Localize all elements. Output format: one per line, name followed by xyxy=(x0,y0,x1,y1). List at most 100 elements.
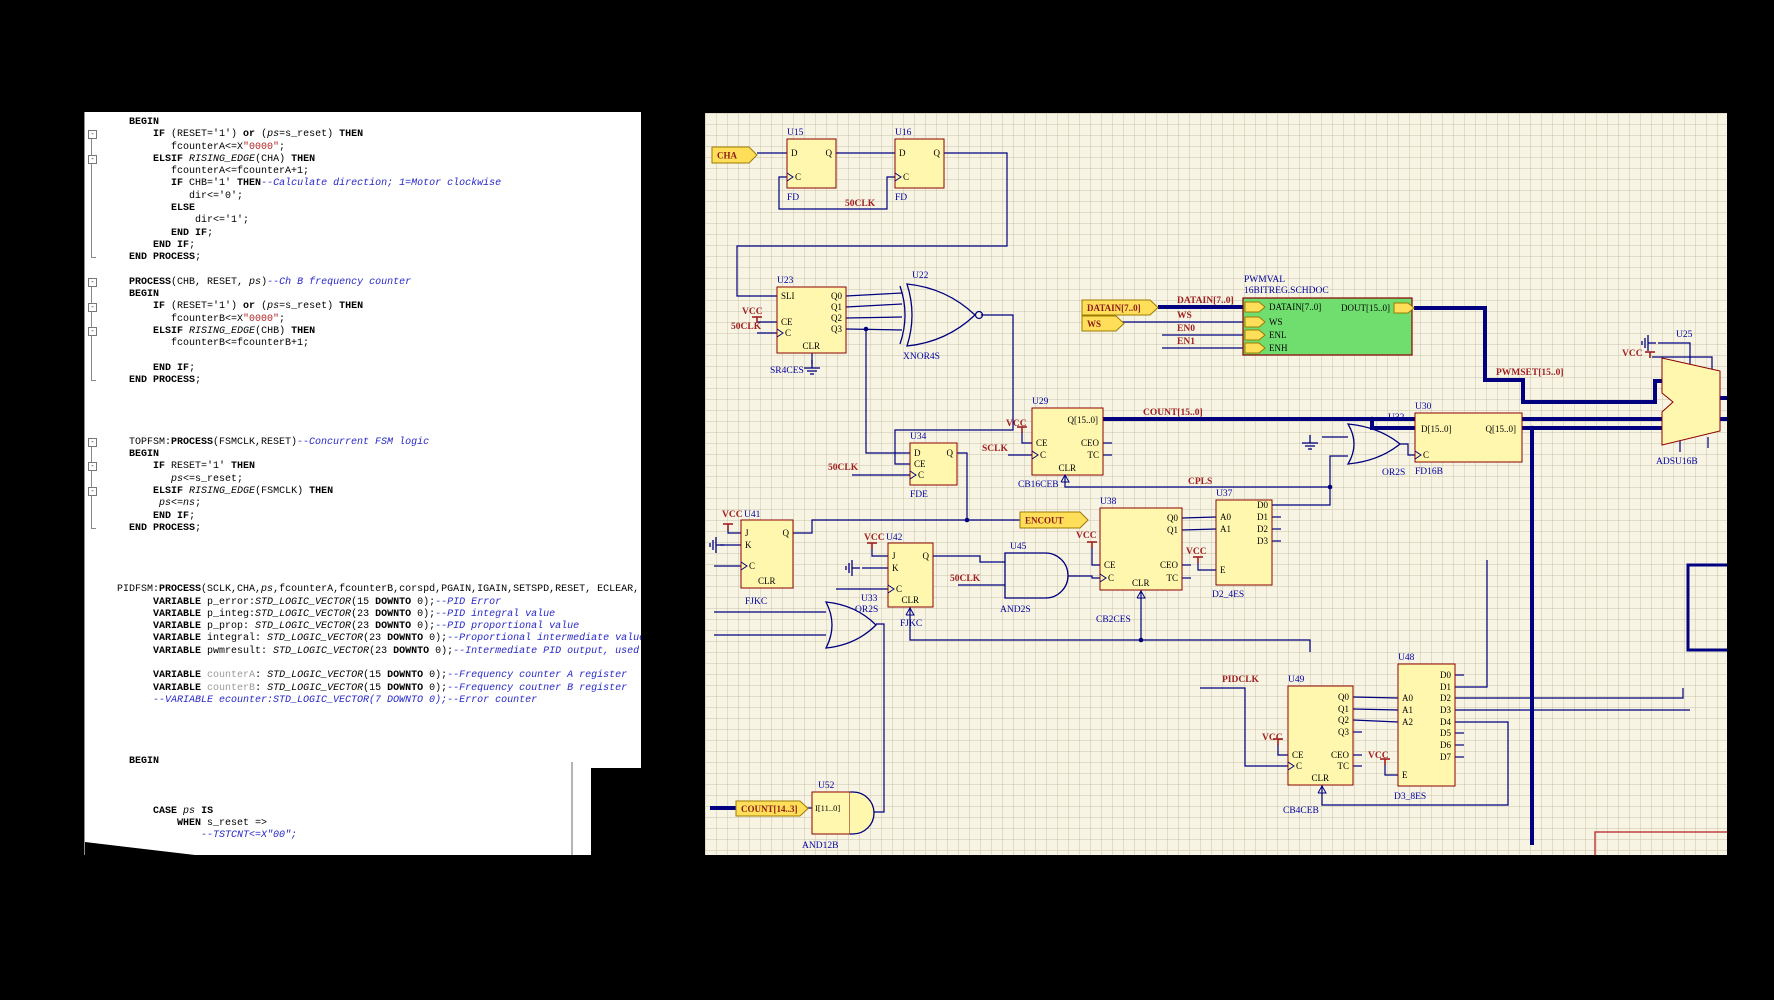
component-u16[interactable] xyxy=(894,138,945,189)
component-u42[interactable] xyxy=(887,542,934,608)
wire[interactable] xyxy=(1400,443,1415,456)
wire[interactable] xyxy=(1321,721,1509,806)
component-u37[interactable] xyxy=(1215,499,1273,586)
net-label-vcc[interactable]: VCC xyxy=(742,307,763,317)
wire[interactable] xyxy=(1277,744,1288,756)
component-u41[interactable] xyxy=(740,519,794,589)
wire[interactable] xyxy=(909,607,1311,652)
net-label-u41[interactable]: U41 xyxy=(744,510,761,520)
net-label-pidclk[interactable]: PIDCLK xyxy=(1222,675,1260,685)
net-label-vcc[interactable]: VCC xyxy=(1622,349,1643,359)
port-ws[interactable] xyxy=(1081,315,1125,332)
fold-marker[interactable]: - xyxy=(88,487,97,496)
wire[interactable] xyxy=(1021,432,1032,444)
wire[interactable] xyxy=(1652,356,1713,371)
wire[interactable] xyxy=(1200,687,1288,767)
component-u23[interactable] xyxy=(776,286,847,354)
wire[interactable] xyxy=(871,548,888,557)
component-u52[interactable] xyxy=(811,791,851,835)
partial-component[interactable] xyxy=(1594,831,1727,855)
net-label-vcc[interactable]: VCC xyxy=(1006,419,1027,429)
wire[interactable] xyxy=(1272,455,1348,506)
net-label-vcc[interactable]: VCC xyxy=(1262,733,1283,743)
wire[interactable] xyxy=(727,529,741,534)
wire[interactable] xyxy=(957,452,1020,521)
wire[interactable] xyxy=(1352,719,1399,723)
component-u30[interactable] xyxy=(1414,412,1523,463)
wire[interactable] xyxy=(1455,688,1684,699)
net-label-vcc[interactable]: VCC xyxy=(1186,547,1207,557)
net-label-pwmset-15-0-[interactable]: PWMSET[15..0] xyxy=(1496,368,1564,378)
wire[interactable] xyxy=(1091,547,1100,566)
component-u32[interactable] xyxy=(1346,423,1402,465)
fold-marker[interactable]: - xyxy=(88,327,97,337)
wire[interactable] xyxy=(894,314,1014,465)
wire[interactable] xyxy=(793,519,967,534)
wire[interactable] xyxy=(845,292,903,297)
net-label-vcc[interactable]: VCC xyxy=(864,533,885,543)
port-cha[interactable] xyxy=(711,146,758,164)
wire[interactable] xyxy=(1197,562,1216,571)
net-label-ws[interactable]: WS xyxy=(1177,311,1192,321)
wire[interactable] xyxy=(874,623,885,813)
fold-marker[interactable]: - xyxy=(88,154,97,164)
net-label-cpls[interactable]: CPLS xyxy=(1188,477,1212,487)
net-label-en0[interactable]: EN0 xyxy=(1177,324,1195,334)
sheet-entry-enh[interactable] xyxy=(1244,342,1266,354)
fold-marker[interactable]: - xyxy=(88,130,97,140)
partial-component[interactable] xyxy=(1686,563,1727,652)
component-u38[interactable] xyxy=(1099,507,1183,591)
wire[interactable] xyxy=(845,328,903,331)
and-gate-shape[interactable] xyxy=(850,791,875,835)
net-label-50clk[interactable]: 50CLK xyxy=(845,199,876,209)
fold-marker[interactable]: - xyxy=(88,302,97,312)
fold-marker[interactable]: - xyxy=(88,462,97,472)
component-u48[interactable] xyxy=(1397,663,1456,787)
wire[interactable] xyxy=(865,329,910,454)
component-u22[interactable] xyxy=(906,283,976,347)
net-label-sclk[interactable]: SCLK xyxy=(982,444,1008,454)
net-label-datain-7-0-[interactable]: DATAIN[7..0] xyxy=(1177,296,1234,306)
scrollbar-remnant[interactable] xyxy=(571,762,573,855)
component-u34[interactable] xyxy=(909,442,958,486)
code-editor-window[interactable]: BEGIN IF (RESET='1') or (ps=s_reset) THE… xyxy=(84,112,641,855)
port-encout[interactable] xyxy=(1019,511,1089,529)
net-label-50clk[interactable]: 50CLK xyxy=(828,463,859,473)
wire[interactable] xyxy=(1064,475,1330,488)
port-datain-7-0-[interactable] xyxy=(1081,299,1159,316)
net-label-en1[interactable]: EN1 xyxy=(1177,337,1195,347)
wire[interactable] xyxy=(933,555,1005,563)
component-u25[interactable] xyxy=(1661,357,1721,446)
sheet-symbol-pwmval[interactable] xyxy=(1242,297,1413,356)
wire[interactable] xyxy=(1384,764,1398,776)
net-label-50clk[interactable]: 50CLK xyxy=(731,322,762,332)
component-u15[interactable] xyxy=(786,138,837,189)
wire[interactable] xyxy=(1352,708,1399,711)
component-u45[interactable] xyxy=(1004,552,1069,599)
wire[interactable] xyxy=(1181,528,1217,531)
fold-marker[interactable]: - xyxy=(88,437,97,447)
sheet-entry-ws[interactable] xyxy=(1244,316,1266,328)
sheet-entry-enl[interactable] xyxy=(1244,329,1266,341)
fold-marker[interactable]: - xyxy=(88,277,97,287)
net-label-vcc[interactable]: VCC xyxy=(1368,751,1389,761)
sheet-entry-datain-7-0-[interactable] xyxy=(1244,301,1266,313)
component-u29[interactable] xyxy=(1031,407,1104,476)
bus-wire[interactable] xyxy=(1370,419,1415,430)
wire[interactable] xyxy=(1068,575,1100,579)
port-count-14-3-[interactable] xyxy=(735,800,809,817)
wire[interactable] xyxy=(778,176,895,210)
net-label-50clk[interactable]: 50CLK xyxy=(950,574,981,584)
net-label-vcc[interactable]: VCC xyxy=(722,510,743,520)
schematic-canvas[interactable]: U15FDDCQU16FDDCQU23SR4CESSLICECQ0Q1Q2Q3C… xyxy=(705,113,1727,855)
wire[interactable] xyxy=(736,152,1008,297)
component-u49[interactable] xyxy=(1287,685,1354,786)
sheet-entry-dout[interactable] xyxy=(1393,302,1415,314)
wire[interactable] xyxy=(845,303,903,308)
net-label-vcc[interactable]: VCC xyxy=(1076,531,1097,541)
component-u33[interactable] xyxy=(824,601,877,649)
net-label-count-15-0-[interactable]: COUNT[15..0] xyxy=(1143,408,1203,418)
wire[interactable] xyxy=(1455,560,1488,688)
wire[interactable] xyxy=(1352,696,1399,699)
